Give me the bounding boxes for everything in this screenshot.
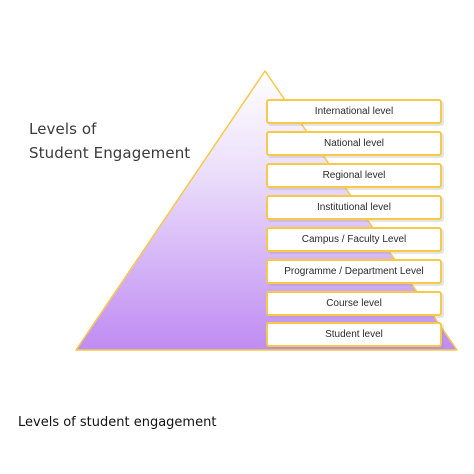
level-box-campus-faculty: Campus / Faculty Level bbox=[266, 227, 442, 252]
diagram-heading-line-2: Student Engagement bbox=[29, 144, 191, 162]
level-box-course: Course level bbox=[266, 291, 442, 316]
level-box-regional: Regional level bbox=[266, 163, 442, 188]
level-box-student: Student level bbox=[266, 322, 442, 347]
level-box-programme-department: Programme / Department Level bbox=[266, 259, 442, 284]
figure-caption: Levels of student engagement bbox=[18, 415, 217, 430]
level-box-international: International level bbox=[266, 99, 442, 124]
diagram-heading-line-1: Levels of bbox=[29, 120, 97, 138]
level-box-national: National level bbox=[266, 131, 442, 156]
level-box-institutional: Institutional level bbox=[266, 195, 442, 220]
